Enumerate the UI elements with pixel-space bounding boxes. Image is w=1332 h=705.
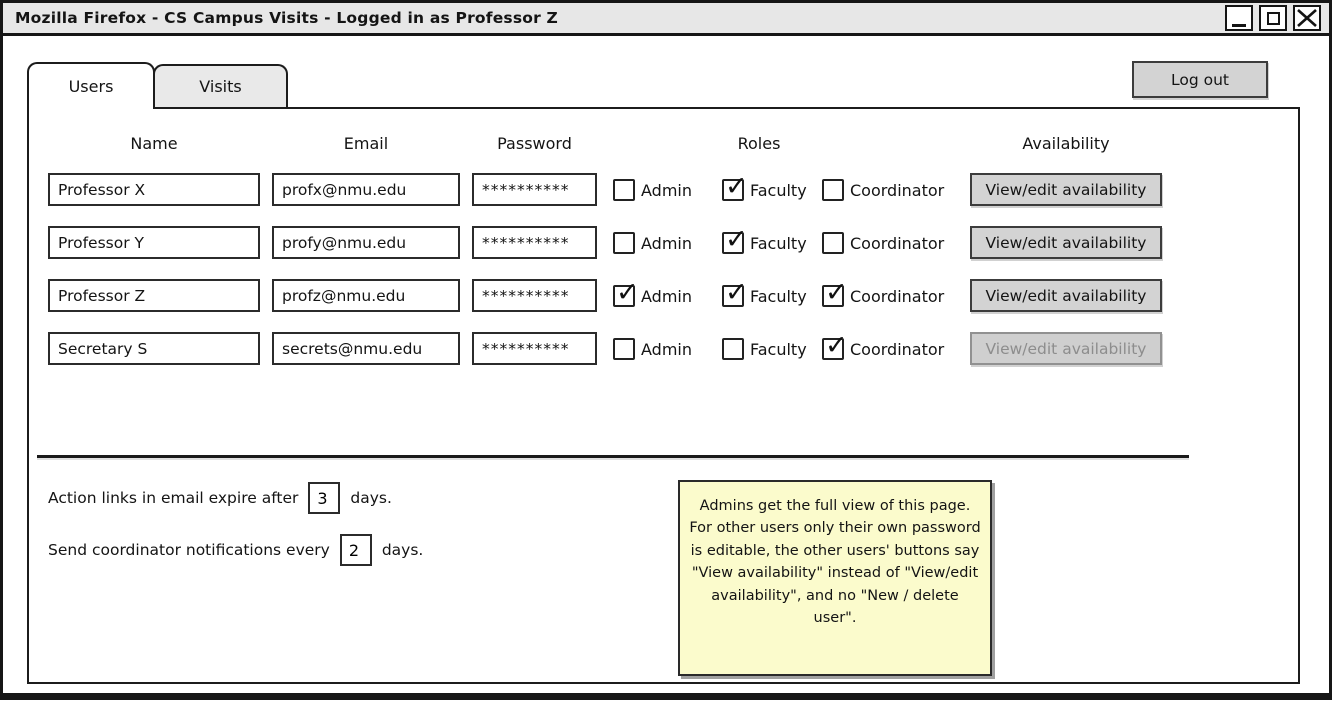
expire-days-input[interactable] bbox=[308, 482, 341, 514]
close-icon bbox=[1297, 9, 1317, 27]
email-input[interactable] bbox=[272, 279, 460, 312]
admin-checkbox-label: Admin bbox=[641, 287, 692, 306]
name-input[interactable] bbox=[48, 279, 260, 312]
faculty-checkbox-label: Faculty bbox=[750, 340, 807, 359]
view-availability-button-disabled: View/edit availability bbox=[970, 332, 1162, 365]
window-bottom-edge bbox=[0, 693, 1332, 700]
section-divider bbox=[37, 455, 1189, 458]
column-header-name: Name bbox=[130, 134, 178, 153]
tab-visits[interactable]: Visits bbox=[153, 64, 288, 107]
admin-note: Admins get the full view of this page. F… bbox=[678, 480, 992, 676]
coordinator-checkbox-label: Coordinator bbox=[850, 234, 945, 253]
name-input[interactable] bbox=[48, 332, 260, 365]
name-input[interactable] bbox=[48, 226, 260, 259]
user-row: Admin Faculty Coordinator View/edit avai… bbox=[0, 171, 1332, 207]
column-header-email: Email bbox=[343, 134, 389, 153]
column-header-roles: Roles bbox=[737, 134, 781, 153]
coordinator-checkbox[interactable] bbox=[822, 330, 848, 361]
admin-checkbox[interactable] bbox=[613, 338, 635, 360]
maximize-icon bbox=[1266, 11, 1280, 25]
title-bar: Mozilla Firefox - CS Campus Visits - Log… bbox=[3, 3, 1329, 36]
name-input[interactable] bbox=[48, 173, 260, 206]
faculty-checkbox-label: Faculty bbox=[750, 287, 807, 306]
logout-button[interactable]: Log out bbox=[1132, 61, 1268, 98]
email-input[interactable] bbox=[272, 173, 460, 206]
maximize-button[interactable] bbox=[1259, 5, 1287, 31]
user-row: Admin Faculty Coordinator View/edit avai… bbox=[0, 330, 1332, 366]
admin-checkbox[interactable] bbox=[613, 232, 635, 254]
admin-checkbox-label: Admin bbox=[641, 340, 692, 359]
expire-setting-suffix: days. bbox=[350, 489, 392, 507]
password-input[interactable] bbox=[472, 332, 597, 365]
window-title: Mozilla Firefox - CS Campus Visits - Log… bbox=[15, 9, 558, 27]
user-row: Admin Faculty Coordinator View/edit avai… bbox=[0, 277, 1332, 313]
faculty-checkbox[interactable] bbox=[722, 277, 748, 308]
coordinator-checkbox-label: Coordinator bbox=[850, 287, 945, 306]
coordinator-checkbox-label: Coordinator bbox=[850, 340, 945, 359]
password-input[interactable] bbox=[472, 279, 597, 312]
email-input[interactable] bbox=[272, 226, 460, 259]
close-button[interactable] bbox=[1293, 5, 1321, 31]
notify-setting-suffix: days. bbox=[381, 541, 424, 559]
view-edit-availability-button[interactable]: View/edit availability bbox=[970, 226, 1162, 259]
email-input[interactable] bbox=[272, 332, 460, 365]
faculty-checkbox[interactable] bbox=[722, 224, 748, 255]
minimize-icon bbox=[1232, 23, 1246, 27]
admin-note-text: Admins get the full view of this page. F… bbox=[689, 498, 981, 627]
notify-days-input[interactable] bbox=[339, 534, 372, 566]
notify-setting-label: Send coordinator notifications every bbox=[48, 541, 330, 559]
faculty-checkbox-label: Faculty bbox=[750, 234, 807, 253]
faculty-checkbox-label: Faculty bbox=[750, 181, 807, 200]
expire-setting: Action links in email expire after days. bbox=[48, 482, 392, 514]
coordinator-checkbox[interactable] bbox=[822, 179, 844, 201]
coordinator-checkbox[interactable] bbox=[822, 232, 844, 254]
admin-checkbox-label: Admin bbox=[641, 181, 692, 200]
password-input[interactable] bbox=[472, 173, 597, 206]
expire-setting-label: Action links in email expire after bbox=[48, 489, 299, 507]
coordinator-checkbox-label: Coordinator bbox=[850, 181, 945, 200]
minimize-button[interactable] bbox=[1225, 5, 1253, 31]
faculty-checkbox[interactable] bbox=[722, 338, 744, 360]
view-edit-availability-button[interactable]: View/edit availability bbox=[970, 279, 1162, 312]
admin-checkbox[interactable] bbox=[613, 179, 635, 201]
faculty-checkbox[interactable] bbox=[722, 171, 748, 202]
password-input[interactable] bbox=[472, 226, 597, 259]
admin-checkbox[interactable] bbox=[613, 277, 639, 308]
column-header-password: Password bbox=[497, 134, 572, 153]
coordinator-checkbox[interactable] bbox=[822, 277, 848, 308]
column-header-availability: Availability bbox=[1022, 134, 1110, 153]
user-row: Admin Faculty Coordinator View/edit avai… bbox=[0, 224, 1332, 260]
tab-users[interactable]: Users bbox=[27, 62, 155, 109]
view-edit-availability-button[interactable]: View/edit availability bbox=[970, 173, 1162, 206]
admin-checkbox-label: Admin bbox=[641, 234, 692, 253]
window-controls bbox=[1225, 5, 1321, 31]
notify-setting: Send coordinator notifications every day… bbox=[48, 534, 423, 566]
